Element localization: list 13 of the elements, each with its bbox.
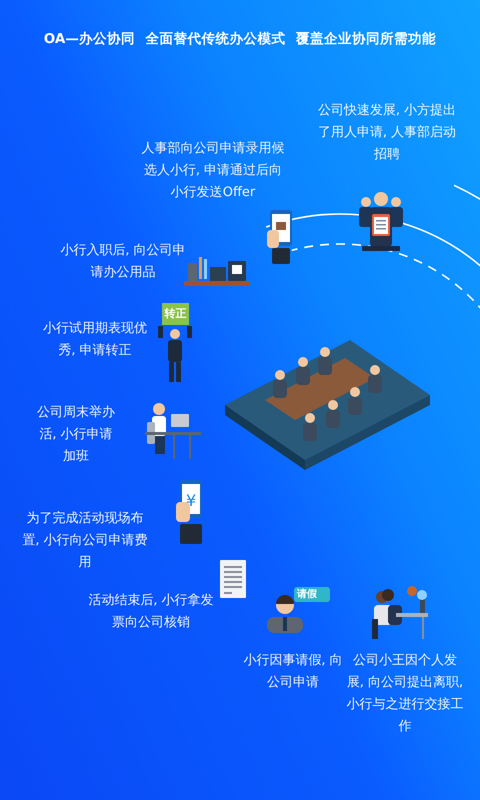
title: OA—办公协同 全面替代传统办公模式 覆盖企业协同所需功能	[42, 30, 438, 48]
caption: 公司小王因个人发展, 向公司提出离职, 小行与之进行交接工作	[346, 652, 464, 736]
caption: 小行入职后, 向公司申请办公用品	[59, 242, 187, 282]
caption: 小行因事请假, 向公司申请	[242, 652, 344, 692]
sign-board: 转正	[162, 303, 189, 325]
caption: 小行试用期表现优秀, 申请转正	[42, 320, 148, 360]
speech-bubble: 请假	[294, 587, 330, 602]
caption: 为了完成活动现场布置, 小行向公司申请费用	[21, 510, 149, 572]
currency-symbol: ¥	[186, 492, 198, 510]
caption: 公司周末举办活, 小行申请加班	[36, 404, 116, 466]
caption: 活动结束后, 小行拿发票向公司核销	[87, 592, 215, 632]
caption: 人事部向公司申请录用候选人小行, 申请通过后向小行发送Offer	[140, 140, 286, 202]
caption: 公司快速发展, 小方提出了用人申请, 人事部启动招聘	[316, 102, 458, 164]
